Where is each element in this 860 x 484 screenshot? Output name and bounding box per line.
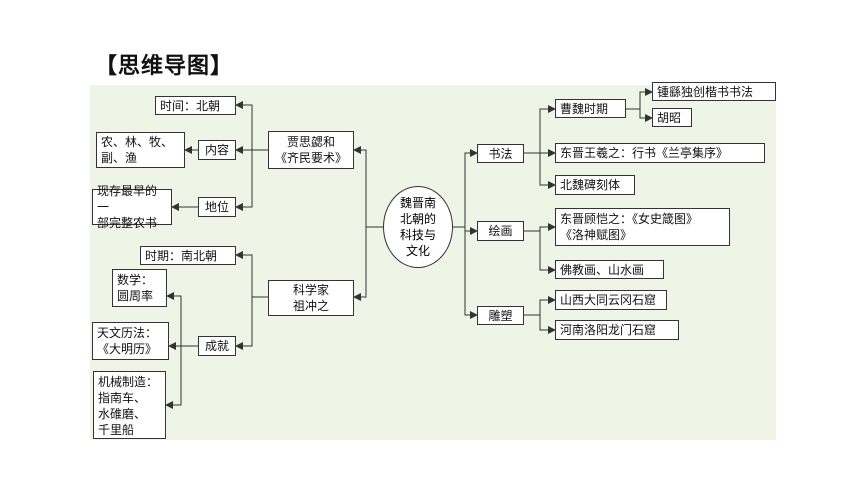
node-huzhao: 胡昭 — [652, 108, 692, 127]
node-jia-status-value: 现存最早的一 部完整农书 — [92, 184, 172, 230]
node-jia-status-label: 地位 — [198, 197, 236, 217]
node-zu-machines: 机械制造： 指南车、 水碓磨、 千里船 — [93, 371, 166, 439]
node-zu-chongzhi: 科学家 祖冲之 — [268, 280, 354, 316]
node-buddhist-painting: 佛教画、山水画 — [555, 260, 664, 279]
node-zu-math: 数学： 圆周率 — [112, 269, 167, 307]
node-longmen: 河南洛阳龙门石窟 — [555, 320, 679, 340]
node-yungang: 山西大同云冈石窟 — [555, 290, 667, 310]
node-zu-calendar: 天文历法： 《大明历》 — [92, 322, 169, 360]
node-zu-achievements-label: 成就 — [198, 336, 236, 356]
node-gukaizhi: 东晋顾恺之：《女史箴图》 《洛神赋图》 — [555, 208, 730, 246]
node-zhongyao: 锺繇独创楷书书法 — [652, 82, 776, 101]
node-beiwei: 北魏碑刻体 — [555, 175, 635, 195]
node-jia-content-label: 内容 — [198, 140, 236, 160]
page-title: 【思维导图】 — [95, 54, 234, 79]
node-jia-time: 时间：北朝 — [155, 96, 236, 115]
node-calligraphy: 书法 — [477, 144, 524, 163]
node-sculpture: 雕塑 — [477, 306, 524, 325]
node-jia-sixie: 贾思勰和 《齐民要术》 — [268, 131, 354, 169]
node-painting: 绘画 — [477, 221, 524, 241]
node-wangxizhi: 东晋王羲之：行书《兰亭集序》 — [555, 143, 765, 163]
center-topic: 魏晋南 北朝的 科技与 文化 — [383, 186, 453, 268]
node-zu-period: 时期：南北朝 — [140, 246, 236, 265]
node-caowei: 曹魏时期 — [555, 99, 626, 118]
node-jia-content-value: 农、林、牧、 副、渔 — [96, 132, 185, 168]
